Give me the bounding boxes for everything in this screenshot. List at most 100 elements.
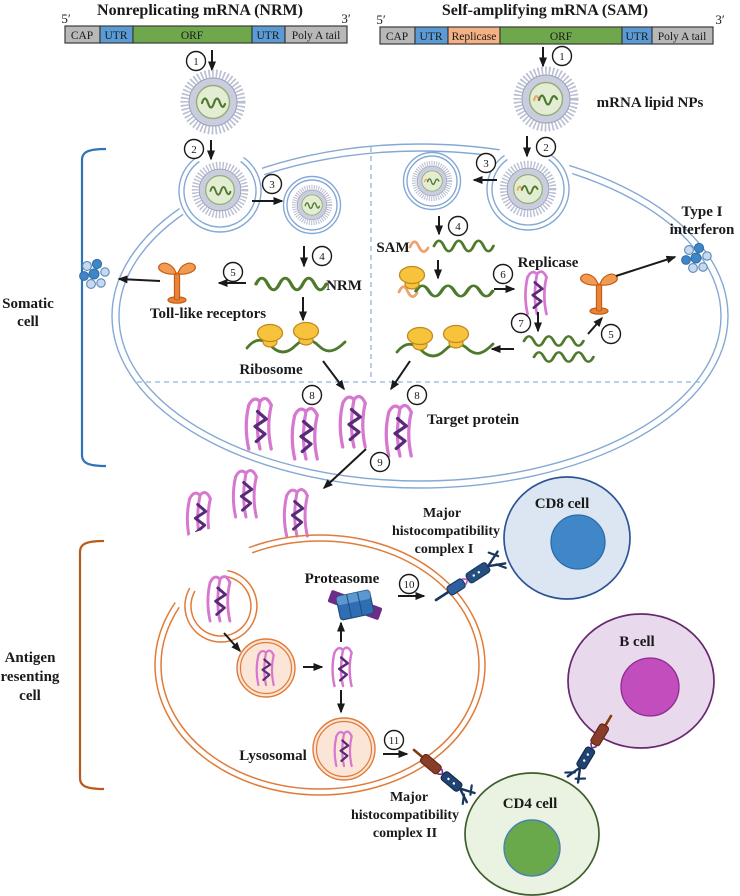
step-3-right: 3: [475, 152, 497, 174]
step-2-left: 2: [183, 138, 205, 160]
sam-seg-cap-label: CAP: [386, 31, 408, 43]
arrow-protein-left: [322, 360, 345, 391]
svg-text:1: 1: [559, 51, 565, 63]
svg-text:4: 4: [319, 251, 325, 263]
lipid-nanoparticle-sam: [518, 71, 575, 128]
svg-text:2: 2: [191, 144, 197, 156]
b-cell: B cell: [567, 613, 715, 749]
nrm-strand-label: NRM: [326, 278, 362, 294]
nrm-seg-polya-label: Poly A tail: [292, 30, 341, 42]
nanoparticle-at-membrane-left: [195, 165, 245, 215]
sam-strand-label: SAM: [376, 240, 409, 256]
arrow-protein-right: [390, 360, 411, 391]
apc-uptake-cup: [184, 569, 258, 643]
toll-like-receptors-label: Toll-like receptors: [150, 306, 266, 322]
arrow-interferon-left: [117, 275, 161, 284]
step-8-right: 8: [406, 384, 428, 406]
mrna-lipid-nps-label: mRNA lipid NPs: [597, 95, 704, 111]
sam-construct: Self-amplifying mRNA (SAM) 5′ 3′ CAP UTR…: [376, 2, 725, 45]
nrm-seg-polya: [284, 25, 348, 44]
replicase-protein-icon: [524, 270, 548, 316]
step-5-left: 5: [222, 261, 244, 283]
mhc2-label-line3: complex II: [373, 826, 437, 841]
svg-text:2: 2: [543, 142, 549, 154]
secreted-protein-icon: [231, 469, 258, 519]
nrm-bar: [64, 25, 348, 44]
endosome-left: [282, 175, 342, 235]
cd4-cell: CD4 cell: [464, 772, 600, 896]
lysosome: [312, 717, 376, 781]
interferon-dots-left: [79, 258, 110, 289]
sam-three-prime: 3′: [715, 12, 725, 27]
cd4-cell-label: CD4 cell: [503, 796, 558, 812]
sam-title: Self-amplifying mRNA (SAM): [442, 2, 648, 19]
mhc1-label-line3: complex I: [415, 542, 474, 557]
apc-label-line1: Antigen: [5, 650, 56, 666]
cd8-cell-label: CD8 cell: [535, 496, 590, 512]
nanoparticle-at-membrane-right: [503, 164, 553, 214]
secreted-protein-icon: [282, 488, 309, 538]
svg-text:4: 4: [455, 221, 461, 233]
step-1-left: 1: [185, 50, 207, 72]
target-protein-icon: [384, 403, 413, 458]
nrm-three-prime: 3′: [341, 11, 351, 26]
replicase-label: Replicase: [518, 255, 579, 271]
target-protein-label: Target protein: [427, 412, 520, 428]
type1-interferon-label-line1: Type I: [682, 204, 723, 220]
type1-interferon-label-line2: interferon: [670, 222, 735, 238]
step-7: 7: [510, 312, 532, 334]
svg-text:9: 9: [377, 457, 383, 469]
nrm-construct: Nonreplicating mRNA (NRM) 5′ 3′ CAP UTR …: [61, 2, 351, 44]
svg-text:8: 8: [414, 390, 420, 402]
somatic-cell-label-line2: cell: [17, 314, 39, 330]
sam-seg-utr3-label: UTR: [626, 31, 649, 43]
cd8-nucleus: [550, 514, 606, 570]
svg-text:8: 8: [309, 390, 315, 402]
cd8-cell: CD8 cell: [503, 476, 631, 600]
mhc2-label-line1: Major: [390, 790, 428, 805]
arrow-interferon-right: [615, 255, 677, 277]
lysosomal-label: Lysosomal: [239, 748, 307, 764]
sam-bar: [379, 26, 714, 45]
sam-seg-orf-label: ORF: [550, 31, 572, 43]
nrm-seg-orf-label: ORF: [181, 30, 203, 42]
ribosome-label: Ribosome: [239, 362, 303, 378]
somatic-cell-label-line1: Somatic: [2, 296, 54, 312]
apc-label-line2: resenting: [1, 669, 60, 685]
nrm-seg-cap-label: CAP: [71, 30, 93, 42]
endocytosis-cup-left: [178, 156, 262, 233]
target-protein-icon: [244, 396, 273, 451]
somatic-cell-bracket: [80, 147, 107, 468]
b-cell-nucleus: [620, 657, 680, 717]
lipid-nanoparticle-nrm: [185, 74, 242, 131]
apc-label-line3: cell: [19, 688, 41, 704]
interferon-dots-right: [681, 242, 712, 273]
step-6: 6: [492, 263, 514, 285]
step-3-left: 3: [261, 173, 283, 195]
svg-text:6: 6: [500, 269, 506, 281]
ribosome-complex-right: [395, 324, 495, 358]
svg-text:3: 3: [269, 179, 275, 191]
mhc1-label-line2: histocompatibility: [392, 524, 500, 539]
step-1-right: 1: [551, 45, 573, 67]
toll-like-receptor-left-icon: [158, 262, 196, 304]
step-2-right: 2: [535, 136, 557, 158]
apc-endosome: [236, 638, 296, 698]
sam-seg-polya: [651, 26, 714, 45]
nrm-five-prime: 5′: [61, 11, 71, 26]
b-cell-label: B cell: [619, 634, 654, 650]
step-9: 9: [369, 451, 391, 473]
sam-seg-replicase-label: Replicase: [452, 31, 497, 43]
sam-mrna-strand-green: [432, 239, 495, 253]
step-8-left: 8: [301, 384, 323, 406]
step-11: 11: [383, 729, 405, 751]
cd4-nucleus: [503, 819, 561, 877]
proteasome-icon: [327, 589, 383, 621]
sam-ribosome-row: [397, 265, 495, 299]
arrow-tlr-sensing-right: [587, 316, 603, 335]
ribosome-complex-left: [245, 321, 347, 354]
sam-seg-utr5-label: UTR: [420, 31, 443, 43]
svg-text:7: 7: [518, 318, 524, 330]
step-10: 10: [398, 573, 420, 595]
step-4-left: 4: [311, 245, 333, 267]
